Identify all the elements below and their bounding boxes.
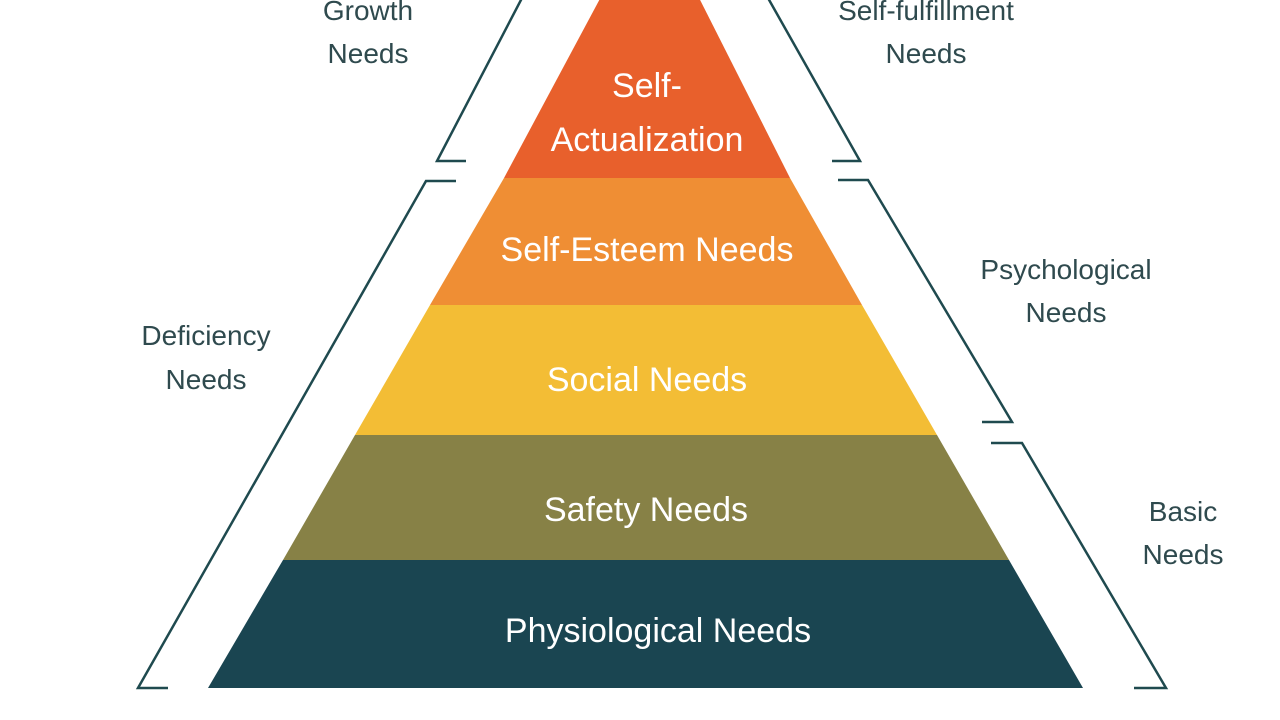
level-physiological-label: Physiological Needs [505,612,811,650]
bracket-self-fulfillment [767,0,863,163]
group-self-fulfillment-label-line1: Self-fulfillment [838,0,1014,26]
level-self-esteem-label: Self-Esteem Needs [501,231,794,269]
level-self-actualization-label-line2: Actualization [551,121,744,159]
group-deficiency-label-line1: Deficiency [141,320,270,351]
group-psychological-label-line2: Needs [1026,297,1107,328]
group-basic-label-line1: Basic [1149,496,1217,527]
level-social [355,305,937,435]
pyramid: Self- Actualization Self-Esteem Needs So… [208,0,1083,688]
level-self-actualization-label-line1: Self- [612,67,682,105]
level-social-label: Social Needs [547,361,747,399]
group-self-fulfillment-label-line2: Needs [886,38,967,69]
level-self-actualization [504,0,790,178]
bracket-deficiency [135,179,456,690]
group-growth-label-line2: Needs [328,38,409,69]
group-growth-label-line1: Growth [323,0,413,26]
level-self-esteem [430,178,862,305]
level-safety [283,435,1009,560]
brackets [135,0,1169,690]
bracket-psychological [838,178,1015,424]
group-labels: Growth Needs Self-fulfillment Needs Defi… [141,0,1223,570]
level-physiological [208,560,1083,688]
group-psychological-label-line1: Psychological [980,254,1151,285]
level-safety-label: Safety Needs [544,491,748,529]
bracket-growth [434,0,523,163]
group-deficiency-label-line2: Needs [166,364,247,395]
bracket-basic [991,441,1169,690]
group-basic-label-line2: Needs [1143,539,1224,570]
